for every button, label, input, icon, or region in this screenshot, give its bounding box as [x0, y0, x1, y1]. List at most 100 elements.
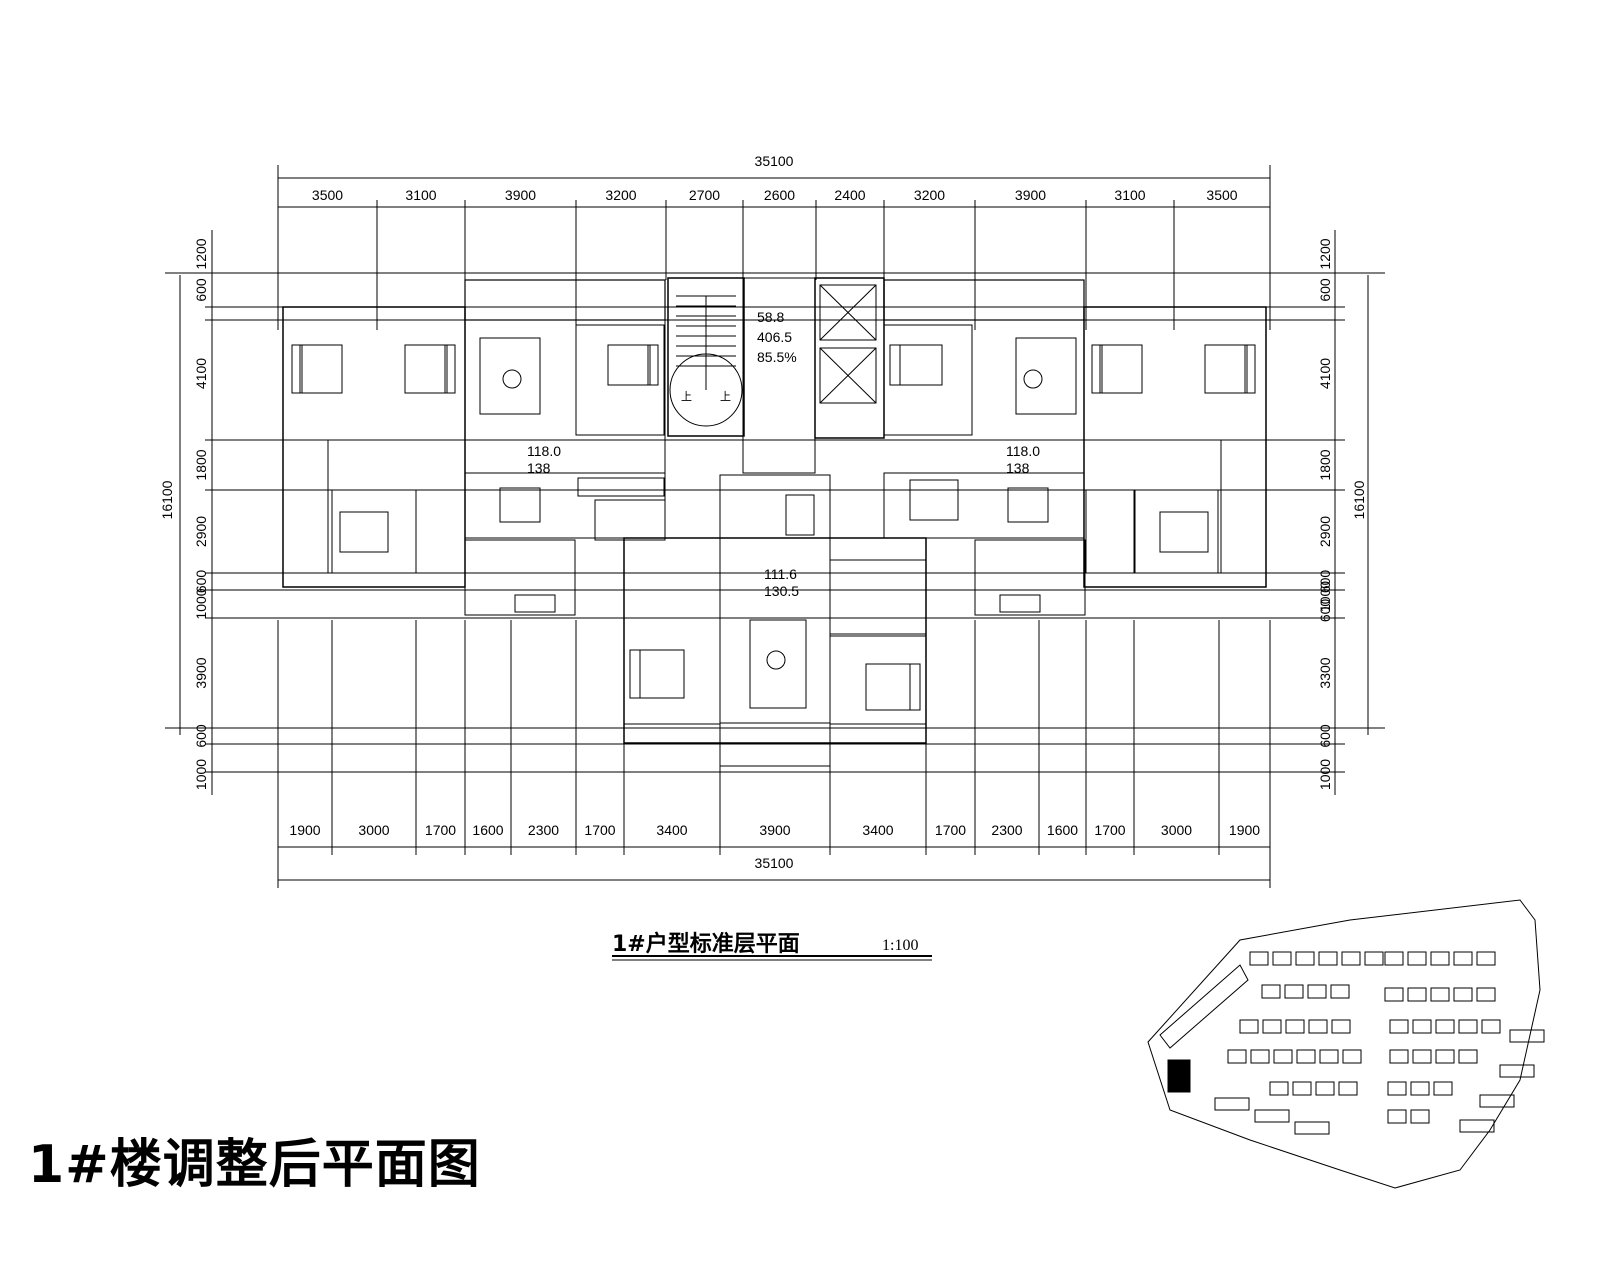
- site-building-block: [1407, 987, 1427, 1002]
- right-dim-label: 1000: [1317, 759, 1333, 790]
- right-dim-label: 600: [1317, 724, 1333, 748]
- unit-left-extra: 138: [527, 460, 551, 476]
- site-building-block: [1307, 984, 1327, 999]
- bottom-total-dim-label: 35100: [755, 855, 794, 871]
- unit-center-extra: 130.5: [764, 583, 799, 599]
- bottom-dim-label: 1700: [1094, 822, 1125, 838]
- right-dim-label: 600: [1317, 278, 1333, 302]
- site-building-block: [1284, 984, 1304, 999]
- stair-up-mark-2: 上: [720, 390, 731, 403]
- stair-core: [667, 277, 745, 437]
- core-label-2: 406.5: [757, 329, 792, 345]
- site-building-block: [1262, 1019, 1282, 1034]
- bottom-dim-label: 3900: [759, 822, 790, 838]
- site-building-block: [1476, 951, 1496, 966]
- left-total-dim-label: 16100: [159, 480, 175, 519]
- bottom-dim-label: 3400: [862, 822, 893, 838]
- site-building-block: [1285, 1019, 1305, 1034]
- top-dim-label: 2700: [689, 187, 720, 203]
- site-building-block: [1338, 1081, 1358, 1096]
- site-building-block: [1273, 1049, 1293, 1064]
- right-unit-outline: [1083, 306, 1267, 588]
- site-building-block: [1387, 1109, 1407, 1124]
- drawing-title: 1#户型标准层平面: [612, 931, 800, 957]
- site-townhouse-block: [1214, 1097, 1250, 1111]
- unit-left-area: 118.0: [527, 443, 561, 459]
- site-townhouse-block: [1499, 1064, 1535, 1078]
- bottom-dim-label: 1700: [935, 822, 966, 838]
- site-building-block: [1435, 1019, 1455, 1034]
- bottom-dim-label: 3400: [656, 822, 687, 838]
- page-title: 1#楼调整后平面图: [28, 1135, 481, 1195]
- site-building-block: [1412, 1019, 1432, 1034]
- dining-tables: [499, 487, 1049, 536]
- left-dim-label: 600: [193, 278, 209, 302]
- unit-right-extra: 138: [1006, 460, 1030, 476]
- bottom-dim-label: 1700: [425, 822, 456, 838]
- site-highlighted-building: [1167, 1059, 1191, 1093]
- right-dim-label: 2900: [1317, 516, 1333, 547]
- site-building-block: [1239, 1019, 1259, 1034]
- left-dim-label: 1000: [193, 588, 209, 619]
- left-dim-label: 1200: [193, 238, 209, 269]
- right-dim-label: 1800: [1317, 449, 1333, 480]
- living-room-sets: [479, 337, 1077, 709]
- left-dim-label: 1000: [193, 759, 209, 790]
- left-dim-label: 3900: [193, 657, 209, 688]
- core-label-3: 85.5%: [757, 349, 797, 365]
- core-label-1: 58.8: [757, 309, 784, 325]
- site-building-block: [1331, 1019, 1351, 1034]
- right-dim-label: 3300: [1317, 657, 1333, 688]
- top-dim-label: 3200: [605, 187, 636, 203]
- site-building-block: [1261, 984, 1281, 999]
- site-building-block: [1330, 984, 1350, 999]
- site-townhouse-block: [1294, 1121, 1330, 1135]
- site-building-block: [1481, 1019, 1501, 1034]
- top-dim-label: 3900: [1015, 187, 1046, 203]
- site-townhouse-block: [1254, 1109, 1290, 1123]
- bottom-dim-label: 1600: [1047, 822, 1078, 838]
- site-building-block: [1227, 1049, 1247, 1064]
- stair-up-mark-1: 上: [681, 390, 692, 403]
- site-building-block: [1389, 1049, 1409, 1064]
- site-townhouse-block: [1459, 1119, 1495, 1133]
- site-building-block: [1410, 1109, 1430, 1124]
- site-building-block: [1453, 951, 1473, 966]
- drawing-scale: 1:100: [882, 937, 918, 954]
- right-dim-label: 1200: [1317, 238, 1333, 269]
- top-dim-label: 3500: [312, 187, 343, 203]
- site-building-block: [1296, 1049, 1316, 1064]
- right-total-dim-label: 16100: [1351, 480, 1367, 519]
- bottom-dim-label: 2300: [528, 822, 559, 838]
- site-building-block: [1272, 951, 1292, 966]
- elevator-shaft-1: [819, 284, 877, 341]
- site-building-block: [1269, 1081, 1289, 1096]
- site-building-block: [1430, 951, 1450, 966]
- site-building-block: [1407, 951, 1427, 966]
- top-dim-label: 3100: [1114, 187, 1145, 203]
- site-building-block: [1476, 987, 1496, 1002]
- site-building-block: [1458, 1019, 1478, 1034]
- unit-center-area: 111.6: [764, 566, 797, 582]
- site-building-block: [1364, 951, 1384, 966]
- site-building-block: [1453, 987, 1473, 1002]
- bottom-dim-label: 2300: [991, 822, 1022, 838]
- site-building-block: [1295, 951, 1315, 966]
- left-unit-outline: [282, 306, 466, 588]
- left-dim-label: 2900: [193, 516, 209, 547]
- bottom-dim-label: 1600: [472, 822, 503, 838]
- bottom-dim-label: 1700: [584, 822, 615, 838]
- site-building-block: [1342, 1049, 1362, 1064]
- top-dim-label: 3200: [914, 187, 945, 203]
- right-dim-label: 1000: [1317, 581, 1333, 612]
- top-total-dim-label: 35100: [755, 153, 794, 169]
- stair-treads: [669, 295, 743, 427]
- site-building-block: [1430, 987, 1450, 1002]
- site-building-block: [1412, 1049, 1432, 1064]
- site-building-block: [1292, 1081, 1312, 1096]
